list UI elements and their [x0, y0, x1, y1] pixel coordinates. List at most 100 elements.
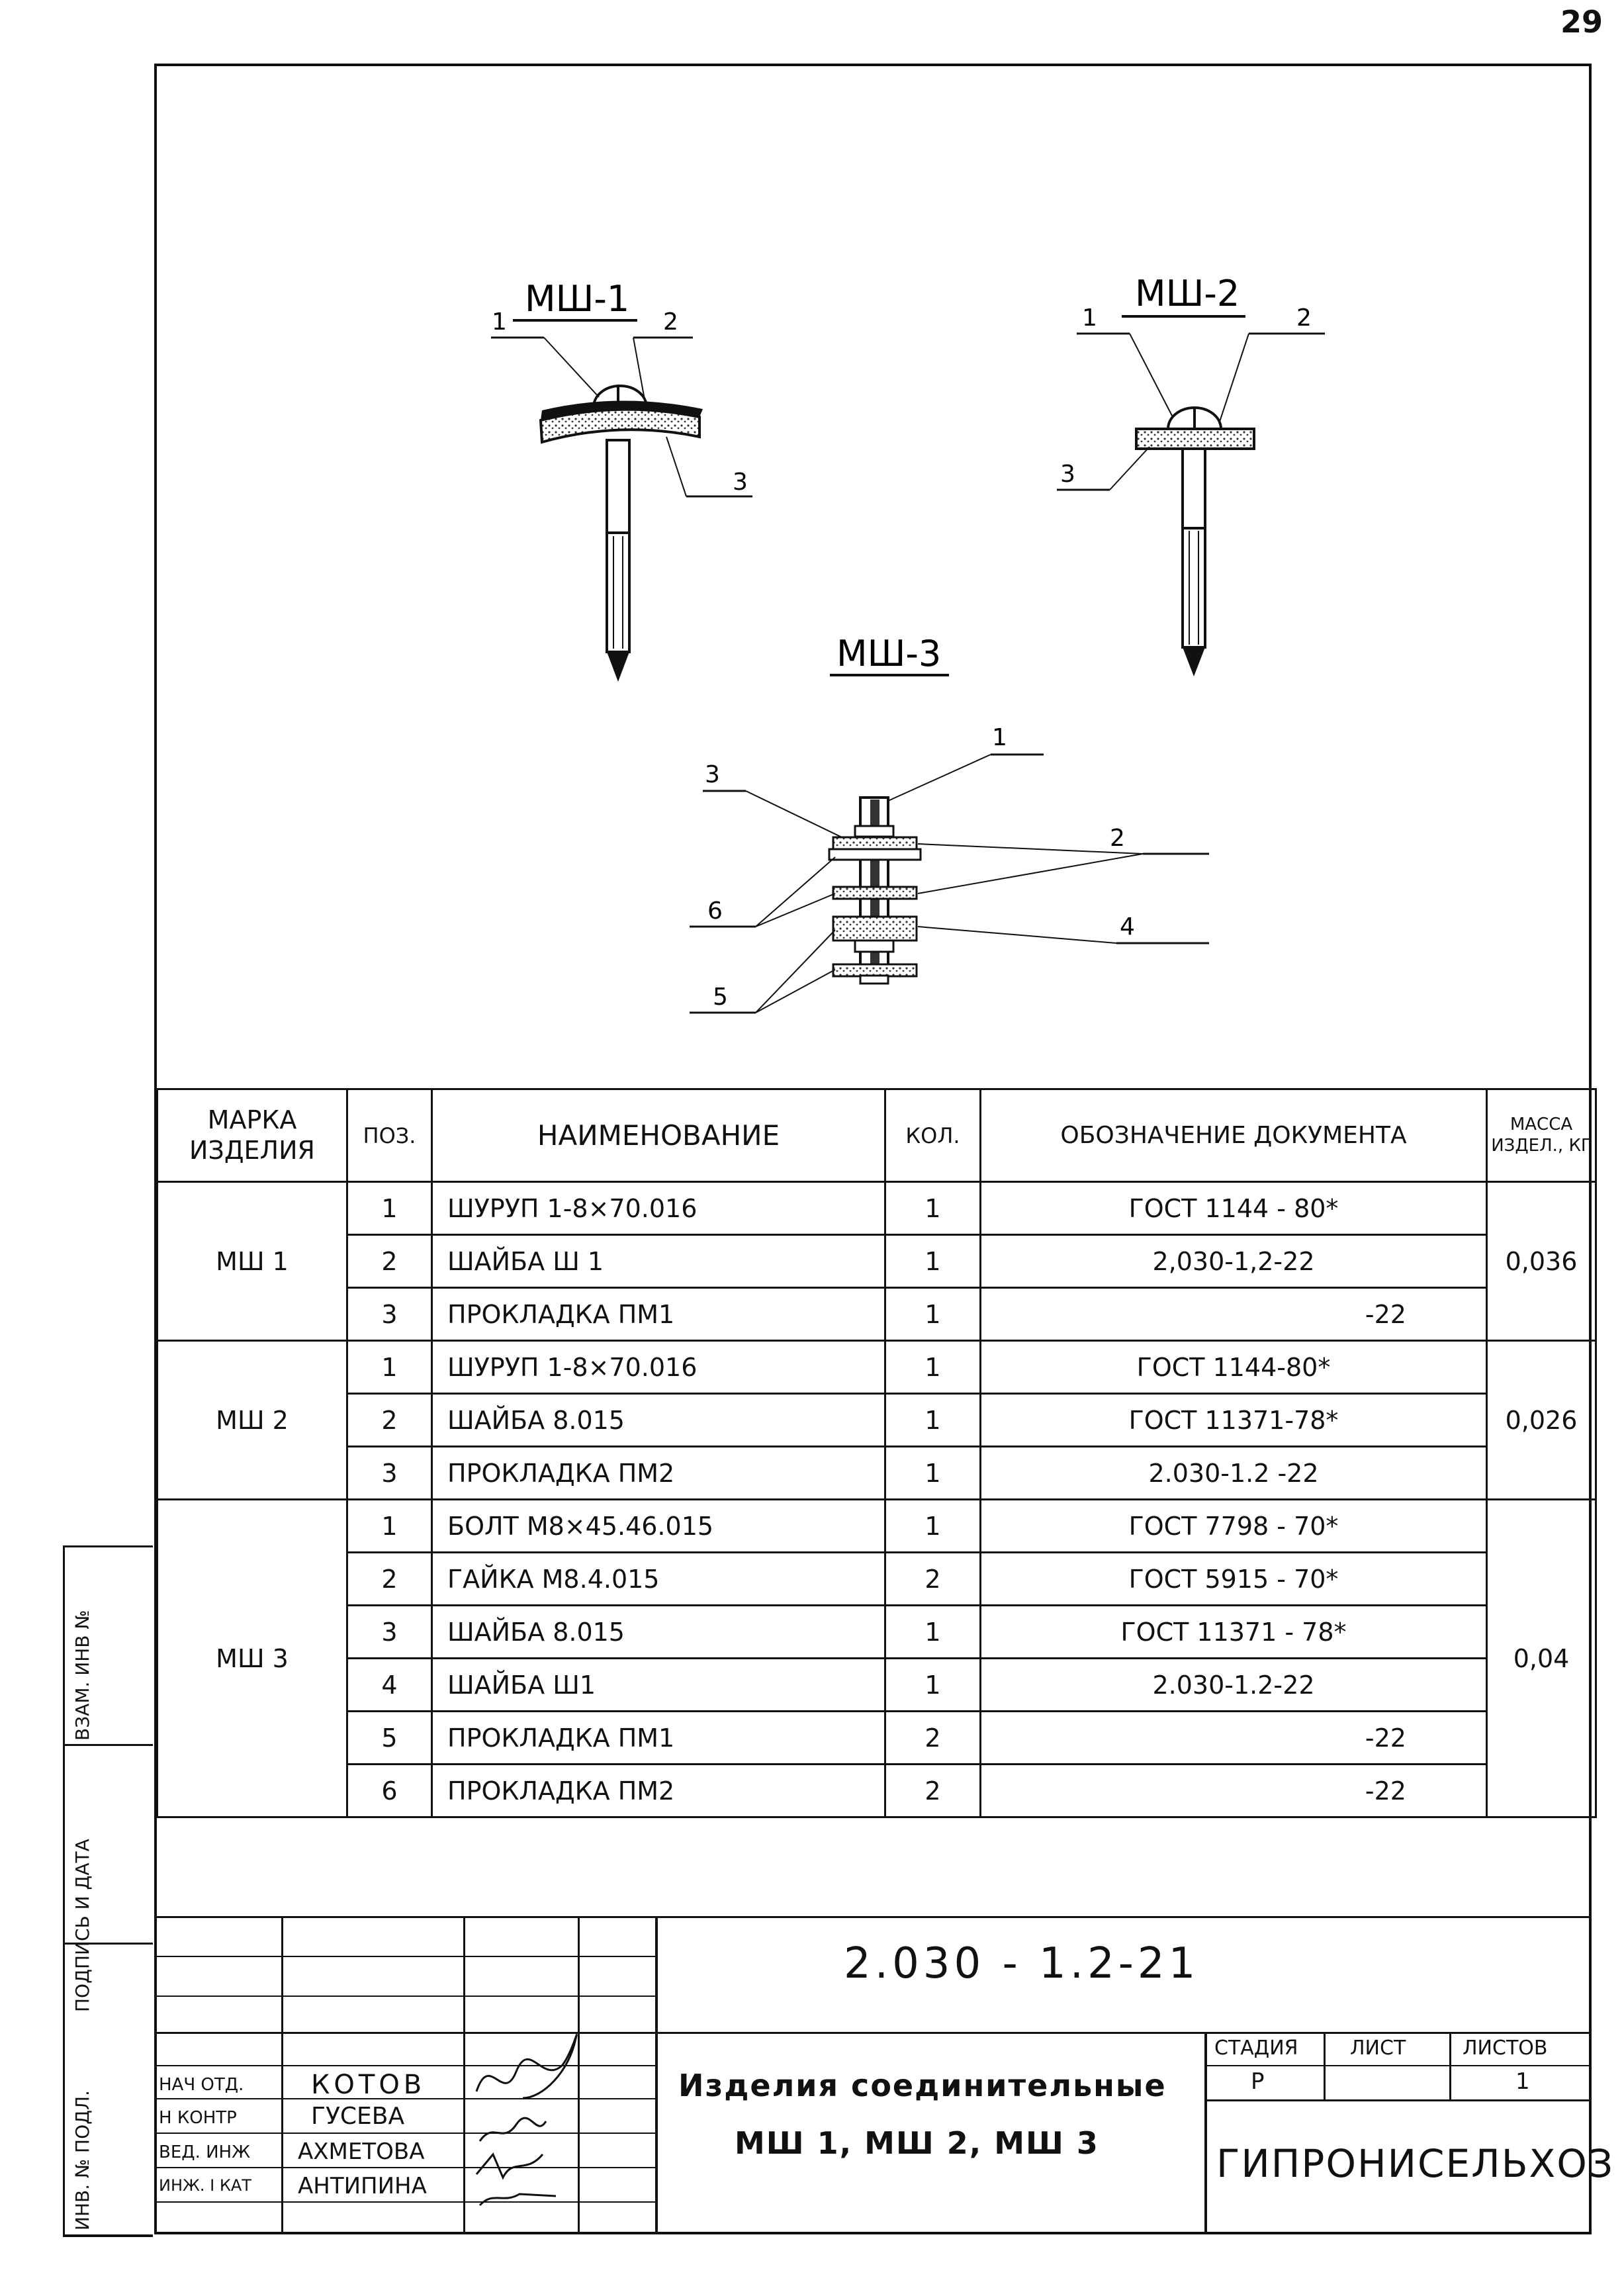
ms2-callout-3: 3 [1060, 461, 1075, 488]
row-name: ШАЙБА Ш1 [431, 1657, 886, 1712]
row-name: ШАЙБА 8.015 [431, 1604, 886, 1659]
row-qty: 1 [884, 1657, 981, 1712]
mark-ms2: МШ 2 [156, 1340, 348, 1500]
header-mass: МАССА ИЗДЕЛ., КГ [1486, 1088, 1597, 1183]
row-qty: 1 [884, 1181, 981, 1236]
row-pos: 1 [346, 1340, 433, 1395]
ms2-drawing [1057, 315, 1325, 676]
ms3-callout-1: 1 [992, 724, 1007, 751]
row-qty: 1 [884, 1287, 981, 1342]
mark-ms3: МШ 3 [156, 1498, 348, 1818]
header-name: НАИМЕНОВАНИЕ [431, 1088, 886, 1183]
signature-marks [475, 2034, 578, 2207]
table-row: 3 ШАЙБА 8.015 1 ГОСТ 11371 - 78* [158, 1604, 1596, 1659]
row-name: БОЛТ М8×45.46.015 [431, 1498, 886, 1553]
row-name: ПРОКЛАДКА ПМ2 [431, 1445, 886, 1500]
row-pos: 1 [346, 1498, 433, 1553]
row-qty: 2 [884, 1763, 981, 1818]
product-title: Изделия соединительные [678, 2068, 1167, 2103]
table-header-row: МАРКА ИЗДЕЛИЯ ПОЗ. НАИМЕНОВАНИЕ КОЛ. ОБО… [156, 1088, 1597, 1183]
row-name: ПРОКЛАДКА ПМ1 [431, 1710, 886, 1765]
row-pos: 2 [346, 1393, 433, 1447]
ms3-title: МШ-3 [836, 633, 941, 674]
sheet-label: ЛИСТ [1350, 2037, 1406, 2060]
table-row: 5 ПРОКЛАДКА ПМ1 2 -22 [158, 1710, 1596, 1765]
side-stamp [63, 1545, 153, 2237]
side-label-replace-inv: ВЗАМ. ИНВ № [71, 1610, 93, 1741]
row-doc: -22 [979, 1287, 1488, 1342]
mark-ms1: МШ 1 [156, 1181, 348, 1342]
row-qty: 2 [884, 1710, 981, 1765]
ms3-callout-5: 5 [713, 984, 728, 1011]
row-qty: 1 [884, 1393, 981, 1447]
row-doc: 2.030-1.2 -22 [979, 1445, 1488, 1500]
ms3-callout-6: 6 [707, 897, 723, 925]
row-name: ШУРУП 1-8×70.016 [431, 1181, 886, 1236]
row-pos: 3 [346, 1445, 433, 1500]
table-row: МШ 3 1 БОЛТ М8×45.46.015 1 ГОСТ 7798 - 7… [156, 1498, 1597, 1818]
product-subtitle: МШ 1, МШ 2, МШ 3 [735, 2125, 1099, 2161]
ms1-callout-1: 1 [492, 308, 507, 336]
signer-name: КОТОВ [311, 2070, 426, 2100]
table-row: 6 ПРОКЛАДКА ПМ2 2 -22 [158, 1763, 1596, 1818]
page-number: 29 [1560, 4, 1603, 40]
signer-name: ГУСЕВА [311, 2103, 405, 2130]
mass-ms2: 0,026 [1486, 1340, 1597, 1500]
signer-name: АНТИПИНА [298, 2173, 427, 2199]
side-label-signature-date: ПОДПИСЬ И ДАТА [71, 1839, 93, 2012]
row-pos: 2 [346, 1234, 433, 1289]
row-name: ГАЙКА М8.4.015 [431, 1551, 886, 1606]
row-name: ШУРУП 1-8×70.016 [431, 1340, 886, 1395]
row-doc: -22 [979, 1710, 1488, 1765]
signer-role: ВЕД. ИНЖ [159, 2142, 251, 2162]
header-qty: КОЛ. [884, 1088, 981, 1183]
row-pos: 3 [346, 1604, 433, 1659]
assembly-drawings: МШ-1 1 2 3 МШ-2 1 2 3 [491, 273, 1325, 1014]
table-row: МШ 2 1 ШУРУП 1-8×70.016 1 ГОСТ 1144-80* … [156, 1340, 1597, 1500]
row-name: ШАЙБА 8.015 [431, 1393, 886, 1447]
signer-role: Н КОНТР [159, 2108, 237, 2128]
row-doc: ГОСТ 11371 - 78* [979, 1604, 1488, 1659]
ms2-title: МШ-2 [1135, 273, 1240, 314]
row-pos: 4 [346, 1657, 433, 1712]
ms1-callout-3: 3 [733, 469, 748, 496]
row-qty: 1 [884, 1445, 981, 1500]
row-doc: -22 [979, 1763, 1488, 1818]
ms1-drawing [491, 319, 752, 682]
ms2-callout-1: 1 [1082, 304, 1097, 332]
header-pos: ПОЗ. [346, 1088, 433, 1183]
stage-value: Р [1251, 2068, 1265, 2095]
document-designation: 2.030 - 1.2-21 [844, 1939, 1200, 1988]
signer-role: ИНЖ. I КАТ [159, 2176, 251, 2195]
row-pos: 5 [346, 1710, 433, 1765]
row-doc: ГОСТ 1144 - 80* [979, 1181, 1488, 1236]
signer-role: НАЧ ОТД. [159, 2075, 244, 2095]
table-row: 4 ШАЙБА Ш1 1 2.030-1.2-22 [158, 1657, 1596, 1712]
row-qty: 1 [884, 1340, 981, 1395]
row-doc: ГОСТ 5915 - 70* [979, 1551, 1488, 1606]
table-row: 3 ПРОКЛАДКА ПМ1 1 -22 [158, 1287, 1596, 1342]
row-pos: 2 [346, 1551, 433, 1606]
row-name: ШАЙБА Ш 1 [431, 1234, 886, 1289]
ms1-callout-2: 2 [663, 308, 678, 336]
side-label-inv-orig: ИНВ. № ПОДЛ. [71, 2090, 93, 2230]
row-pos: 6 [346, 1763, 433, 1818]
row-qty: 1 [884, 1234, 981, 1289]
ms2-callout-2: 2 [1296, 304, 1312, 332]
row-pos: 1 [346, 1181, 433, 1236]
mass-ms3: 0,04 [1486, 1498, 1597, 1818]
table-row: 2 ШАЙБА Ш 1 1 2,030-1,2-22 [158, 1234, 1596, 1289]
header-mark: МАРКА ИЗДЕЛИЯ [156, 1088, 348, 1183]
mass-ms1: 0,036 [1486, 1181, 1597, 1342]
row-doc: 2,030-1,2-22 [979, 1234, 1488, 1289]
row-doc: ГОСТ 7798 - 70* [979, 1498, 1488, 1553]
sheets-value: 1 [1515, 2068, 1530, 2095]
ms3-callout-4: 4 [1120, 913, 1135, 941]
table-row: 2 ШАЙБА 8.015 1 ГОСТ 11371-78* [158, 1393, 1596, 1447]
row-doc: ГОСТ 11371-78* [979, 1393, 1488, 1447]
ms1-title: МШ-1 [525, 278, 629, 320]
header-doc: ОБОЗНАЧЕНИЕ ДОКУМЕНТА [979, 1088, 1488, 1183]
signer-name: АХМЕТОВА [298, 2138, 425, 2165]
row-pos: 3 [346, 1287, 433, 1342]
sheets-label: ЛИСТОВ [1463, 2037, 1548, 2060]
